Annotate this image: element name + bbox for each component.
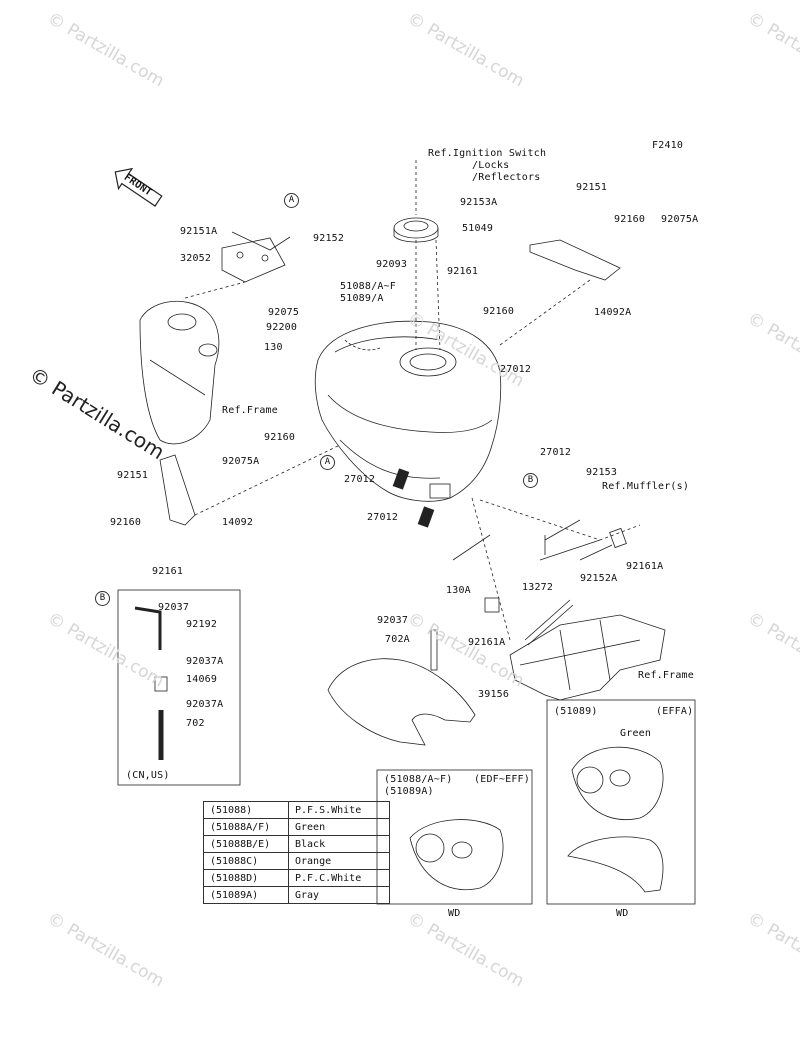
color-name: Orange: [288, 852, 390, 870]
label-51089: 51089/A: [340, 293, 384, 304]
label-ref-frame: Ref.Frame: [222, 405, 278, 416]
label-92037: 92037: [158, 602, 190, 613]
label-92093: 92093: [376, 259, 408, 270]
color-code: (51089A): [203, 886, 289, 904]
inset-left-range: (EDF~EFF): [474, 774, 530, 785]
inset-right: [546, 699, 696, 905]
label-92160: 92160: [110, 517, 142, 528]
label-ref-frame: Ref.Frame: [638, 670, 694, 681]
label-ref-locks: /Locks: [472, 160, 510, 171]
callout-a: A: [320, 455, 335, 470]
label-14092: 14092: [222, 517, 254, 528]
label-92152: 92152: [313, 233, 345, 244]
bracket-14092: [159, 454, 196, 526]
color-table: (51088)P.F.S.White(51088A/F)Green(51088B…: [203, 801, 390, 904]
diagram-code: F2410: [652, 140, 684, 151]
inset-right-code: (51089): [554, 706, 598, 717]
label-27012: 27012: [344, 474, 376, 485]
tank-front-section: [139, 300, 220, 445]
color-table-row: (51088A/F)Green: [203, 818, 390, 836]
color-name: Green: [288, 818, 390, 836]
color-table-row: (51088B/E)Black: [203, 835, 390, 853]
color-code: (51088D): [203, 869, 289, 887]
label-92075A: 92075A: [222, 456, 260, 467]
label-32052: 32052: [180, 253, 212, 264]
callout-a: A: [284, 193, 299, 208]
label-92151A: 92151A: [180, 226, 218, 237]
color-table-row: (51088C)Orange: [203, 852, 390, 870]
bracket-14092A: [529, 239, 621, 281]
bracket-32052: [221, 237, 286, 283]
label-14069: 14069: [186, 674, 218, 685]
label-130A: 130A: [446, 585, 471, 596]
color-name: P.F.S.White: [288, 801, 390, 819]
label-92075: 92075: [268, 307, 300, 318]
label-ref-ignition: Ref.Ignition Switch: [428, 148, 547, 159]
color-code: (51088): [203, 801, 289, 819]
label-ref-reflectors: /Reflectors: [472, 172, 541, 183]
label-92037A: 92037A: [186, 699, 224, 710]
label-92160: 92160: [614, 214, 646, 225]
label-702: 702: [186, 718, 205, 729]
label-92151: 92151: [576, 182, 608, 193]
color-code: (51088A/F): [203, 818, 289, 836]
label-92161: 92161: [447, 266, 479, 277]
label-14092A: 14092A: [594, 307, 632, 318]
label-92161A: 92161A: [626, 561, 664, 572]
label-92152A: 92152A: [580, 573, 618, 584]
label-ref-muffler: Ref.Muffler(s): [602, 481, 690, 492]
label-13272: 13272: [522, 582, 554, 593]
callout-b: B: [95, 591, 110, 606]
inset-right-footer: WD: [616, 908, 629, 919]
callout-b: B: [523, 473, 538, 488]
color-table-row: (51088)P.F.S.White: [203, 801, 390, 819]
label-market: (CN,US): [126, 770, 170, 781]
inset-right-color: Green: [620, 728, 652, 739]
rear-frame: [509, 614, 666, 701]
label-39156: 39156: [478, 689, 510, 700]
label-92200: 92200: [266, 322, 298, 333]
fuel-tank: [314, 320, 502, 502]
inset-right-range: (EFFA): [656, 706, 694, 717]
label-92153: 92153: [586, 467, 618, 478]
color-code: (51088C): [203, 852, 289, 870]
hose-box: [117, 589, 241, 786]
inset-left-code: (51088/A~F): [384, 774, 453, 785]
label-130: 130: [264, 342, 283, 353]
label-27012: 27012: [540, 447, 572, 458]
label-92153A: 92153A: [460, 197, 498, 208]
label-92037: 92037: [377, 615, 409, 626]
label-92161: 92161: [152, 566, 184, 577]
color-table-row: (51089A)Gray: [203, 886, 390, 904]
label-92161A: 92161A: [468, 637, 506, 648]
label-702A: 702A: [385, 634, 410, 645]
color-name: Gray: [288, 886, 390, 904]
label-51088: 51088/A~F: [340, 281, 396, 292]
label-51049: 51049: [462, 223, 494, 234]
color-table-row: (51088D)P.F.C.White: [203, 869, 390, 887]
color-name: P.F.C.White: [288, 869, 390, 887]
label-27012: 27012: [367, 512, 399, 523]
inset-left-footer: WD: [448, 908, 461, 919]
color-name: Black: [288, 835, 390, 853]
label-27012: 27012: [500, 364, 532, 375]
label-92160: 92160: [483, 306, 515, 317]
label-92192: 92192: [186, 619, 218, 630]
color-code: (51088B/E): [203, 835, 289, 853]
label-92037A: 92037A: [186, 656, 224, 667]
inset-left-code: (51089A): [384, 786, 434, 797]
label-92151: 92151: [117, 470, 149, 481]
label-92160: 92160: [264, 432, 296, 443]
tank-pad: [327, 658, 476, 746]
label-92075A: 92075A: [661, 214, 699, 225]
